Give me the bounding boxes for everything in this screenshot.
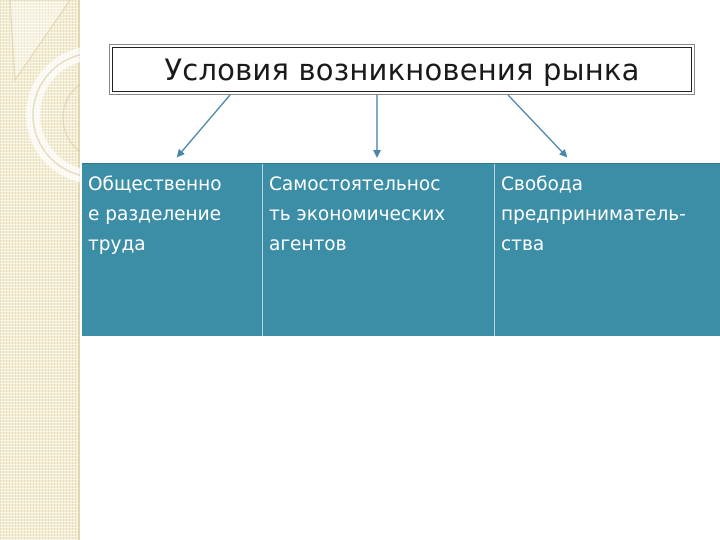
conditions-table: Общественно е разделение труда Самостоят… [82,163,720,336]
condition-cell-entrepreneurial-freedom: Свобода предприниматель- ства [495,164,720,336]
condition-cell-agent-independence: Самостоятельнос ть экономических агентов [263,164,495,336]
arrow-left [178,95,230,156]
arrow-right [508,95,566,156]
condition-cell-division-of-labor: Общественно е разделение труда [82,164,263,336]
